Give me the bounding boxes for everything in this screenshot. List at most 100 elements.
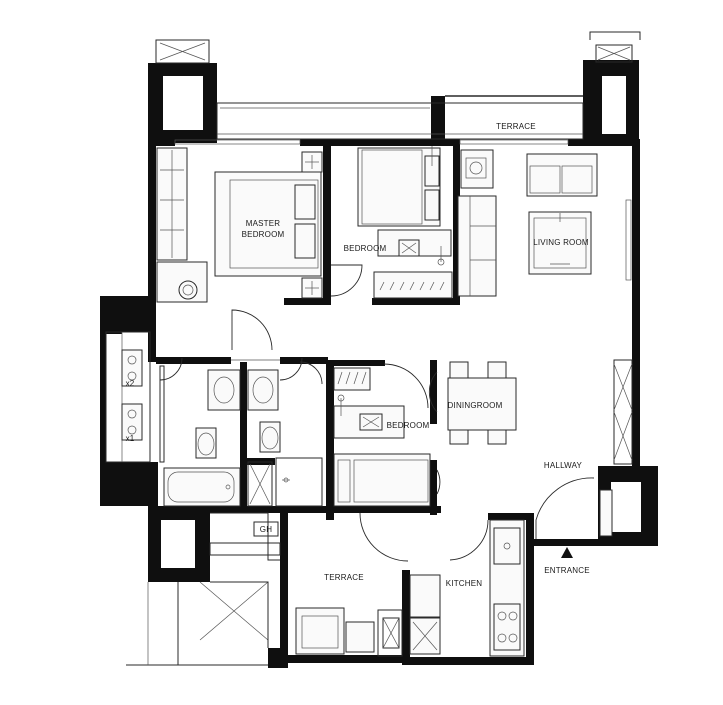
kitchen-sink: [493, 527, 521, 565]
toilet-1: [195, 427, 217, 459]
plan-line: [362, 416, 380, 428]
plan-rect: [402, 570, 410, 663]
plan-path: [436, 469, 441, 495]
plan-rect: [216, 102, 584, 140]
label-ac-x1: x1: [126, 434, 135, 443]
plan-path: [428, 371, 438, 413]
plan-rect: [595, 44, 633, 63]
plan-rect: [323, 144, 331, 302]
plan-rect: [568, 139, 640, 146]
basin-1: [207, 369, 241, 411]
plan-rect: [174, 139, 301, 145]
plan-line: [382, 617, 400, 649]
plan-rect: [337, 459, 351, 503]
plan-circle: [127, 425, 137, 435]
label-living-room: LIVING ROOM: [533, 238, 589, 247]
plan-ellipse: [252, 376, 274, 404]
plan-rect: [449, 429, 469, 445]
plan-line: [159, 42, 206, 61]
plan-rect: [118, 296, 156, 332]
plan-rect: [372, 298, 460, 305]
plan-rect: [453, 144, 460, 304]
plan-rect: [382, 617, 400, 649]
plan-path: [535, 477, 595, 539]
plan-line: [613, 363, 633, 411]
side-sofa: [457, 195, 497, 297]
plan-circle: [182, 284, 194, 296]
plan-circle: [469, 161, 483, 175]
plan-rect: [240, 362, 247, 512]
plan-ellipse: [261, 426, 279, 450]
bedroom2-bed: [333, 453, 431, 507]
plan-rect: [409, 574, 441, 618]
plan-rect: [284, 298, 331, 305]
plan-rect: [105, 331, 151, 463]
plan-rect: [430, 460, 437, 515]
plan-line: [597, 46, 631, 61]
plan-circle: [127, 355, 137, 365]
plan-rect: [100, 296, 106, 506]
plan-rect: [300, 139, 460, 146]
plan-circle: [225, 484, 231, 490]
plan-path: [330, 264, 363, 297]
ac-unit-x1: [121, 403, 143, 441]
plan-circle: [503, 542, 511, 550]
stool: [178, 280, 198, 300]
plan-rect: [159, 365, 165, 463]
plan-circle: [127, 371, 137, 381]
plan-circle: [437, 258, 445, 266]
plan-rect: [526, 513, 534, 663]
plan-path: [383, 363, 429, 409]
plan-rect: [153, 139, 175, 146]
label-bedroom-1: BEDROOM: [344, 244, 387, 253]
plan-rect: [487, 361, 507, 379]
label-master-bedroom-1: MASTER: [246, 219, 281, 228]
plan-path: [359, 512, 409, 562]
plan-rect: [430, 360, 437, 424]
dining-table: [447, 377, 517, 431]
plan-rect: [167, 471, 235, 503]
plan-rect: [330, 360, 385, 366]
plan-path: [589, 31, 641, 40]
plan-line: [401, 242, 417, 254]
cooktop: [493, 603, 521, 651]
plan-rect: [602, 76, 626, 134]
plan-rect: [326, 360, 334, 520]
plan-circle: [337, 394, 345, 402]
entrance-arrow: [561, 547, 573, 558]
plan-ellipse: [213, 376, 235, 404]
plan-line: [249, 463, 271, 505]
label-hallway: HALLWAY: [544, 461, 583, 470]
plan-rect: [402, 657, 534, 665]
plan-path: [231, 309, 273, 351]
plan-rect: [301, 615, 339, 649]
plan-rect: [487, 429, 507, 445]
plan-rect: [209, 542, 281, 556]
plan-rect: [280, 357, 328, 364]
label-bedroom-2: BEDROOM: [387, 421, 430, 430]
plan-path: [337, 371, 367, 385]
plan-circle: [508, 633, 518, 643]
terrace-sink: [295, 607, 345, 655]
plan-rect: [561, 165, 593, 194]
label-dining-room: DININGROOM: [448, 401, 503, 410]
plan-rect: [156, 357, 231, 364]
plan-rect: [294, 184, 316, 220]
plan-rect: [449, 361, 469, 379]
dresser: [156, 261, 208, 303]
plan-line: [199, 581, 269, 641]
plan-rect: [353, 459, 429, 503]
plan-rect: [611, 482, 641, 532]
label-terrace-top: TERRACE: [496, 122, 536, 131]
plan-rect: [156, 506, 441, 513]
label-gh: GH: [260, 525, 272, 534]
toilet-2: [259, 421, 281, 453]
plan-rect: [625, 199, 632, 281]
plan-rect: [361, 149, 423, 225]
plan-rect: [253, 521, 279, 537]
bedroom2-wardrobe: [333, 367, 371, 391]
plan-path: [449, 519, 489, 561]
plan-rect: [275, 457, 323, 507]
plan-circle: [127, 409, 137, 419]
plan-rect: [632, 140, 640, 470]
